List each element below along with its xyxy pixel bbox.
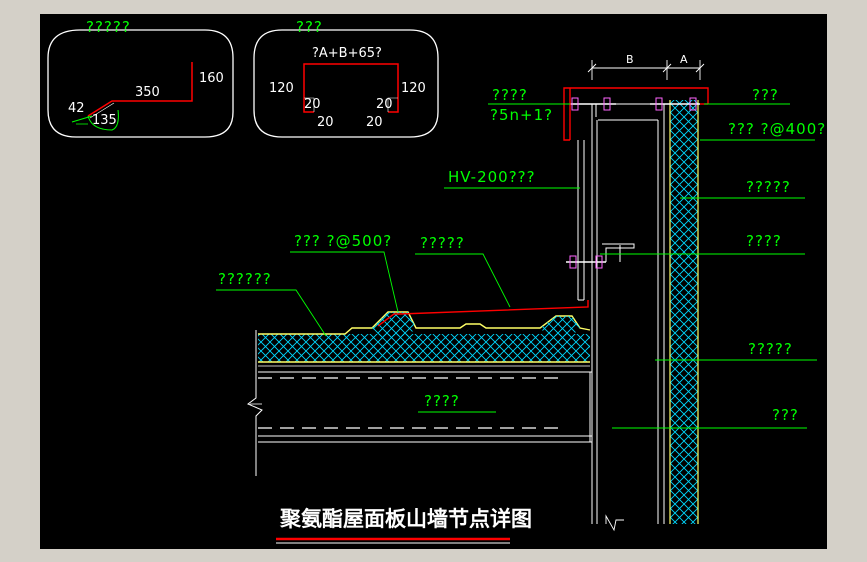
detail-1-dim-160: 160 [199, 71, 224, 86]
vertical-strip [577, 140, 585, 301]
purlin-beam [247, 330, 592, 476]
detail-2-dim-c: 20 [317, 115, 334, 130]
label-fastener-formula: ?5n+1? [490, 106, 553, 124]
detail-2-dim-d: 20 [366, 115, 383, 130]
label-wall-purlin: ????? [748, 340, 793, 358]
label-flashing: ????? [420, 234, 465, 252]
detail-2-title: ??? [296, 18, 323, 36]
label-rivet-spacing: ??? ?@400? [728, 120, 826, 138]
detail-2-box [253, 29, 439, 138]
drawing-title: 聚氨酯屋面板山墙节点详图 [279, 507, 532, 531]
label-fastener-count: ???? [492, 86, 528, 104]
detail-1-box [47, 29, 234, 138]
detail-1-dim-135: 135 [92, 113, 117, 128]
detail-2-dim-left: 120 [269, 81, 294, 96]
label-hv-200: HV-200??? [448, 168, 536, 186]
label-screw-spacing: ??? ?@500? [294, 232, 392, 250]
label-wall-panel: ????? [746, 178, 791, 196]
label-cap: ??? [752, 86, 779, 104]
wall-panel [663, 100, 699, 524]
leader-lines [216, 103, 817, 429]
dimension-b: B [626, 53, 634, 66]
fasteners [566, 97, 700, 269]
detail-1-dim-42: 42 [68, 101, 85, 116]
label-roof-panel: ?????? [218, 270, 272, 288]
detail-1-dim-350: 350 [135, 85, 160, 100]
detail-1-title: ????? [86, 18, 131, 36]
label-column: ??? [772, 406, 799, 424]
detail-2-dim-right: 120 [401, 81, 426, 96]
dimension-a: A [680, 53, 688, 66]
label-bracket: ???? [746, 232, 782, 250]
steel-column [591, 103, 665, 532]
roof-panel [258, 300, 591, 367]
detail-2-dim-a: 20 [304, 97, 321, 112]
detail-2-formula: ?A+B+65? [312, 46, 382, 61]
label-roof-purlin: ???? [424, 392, 460, 410]
detail-2-dim-b: 20 [376, 97, 393, 112]
top-dimension-lines [587, 60, 705, 80]
